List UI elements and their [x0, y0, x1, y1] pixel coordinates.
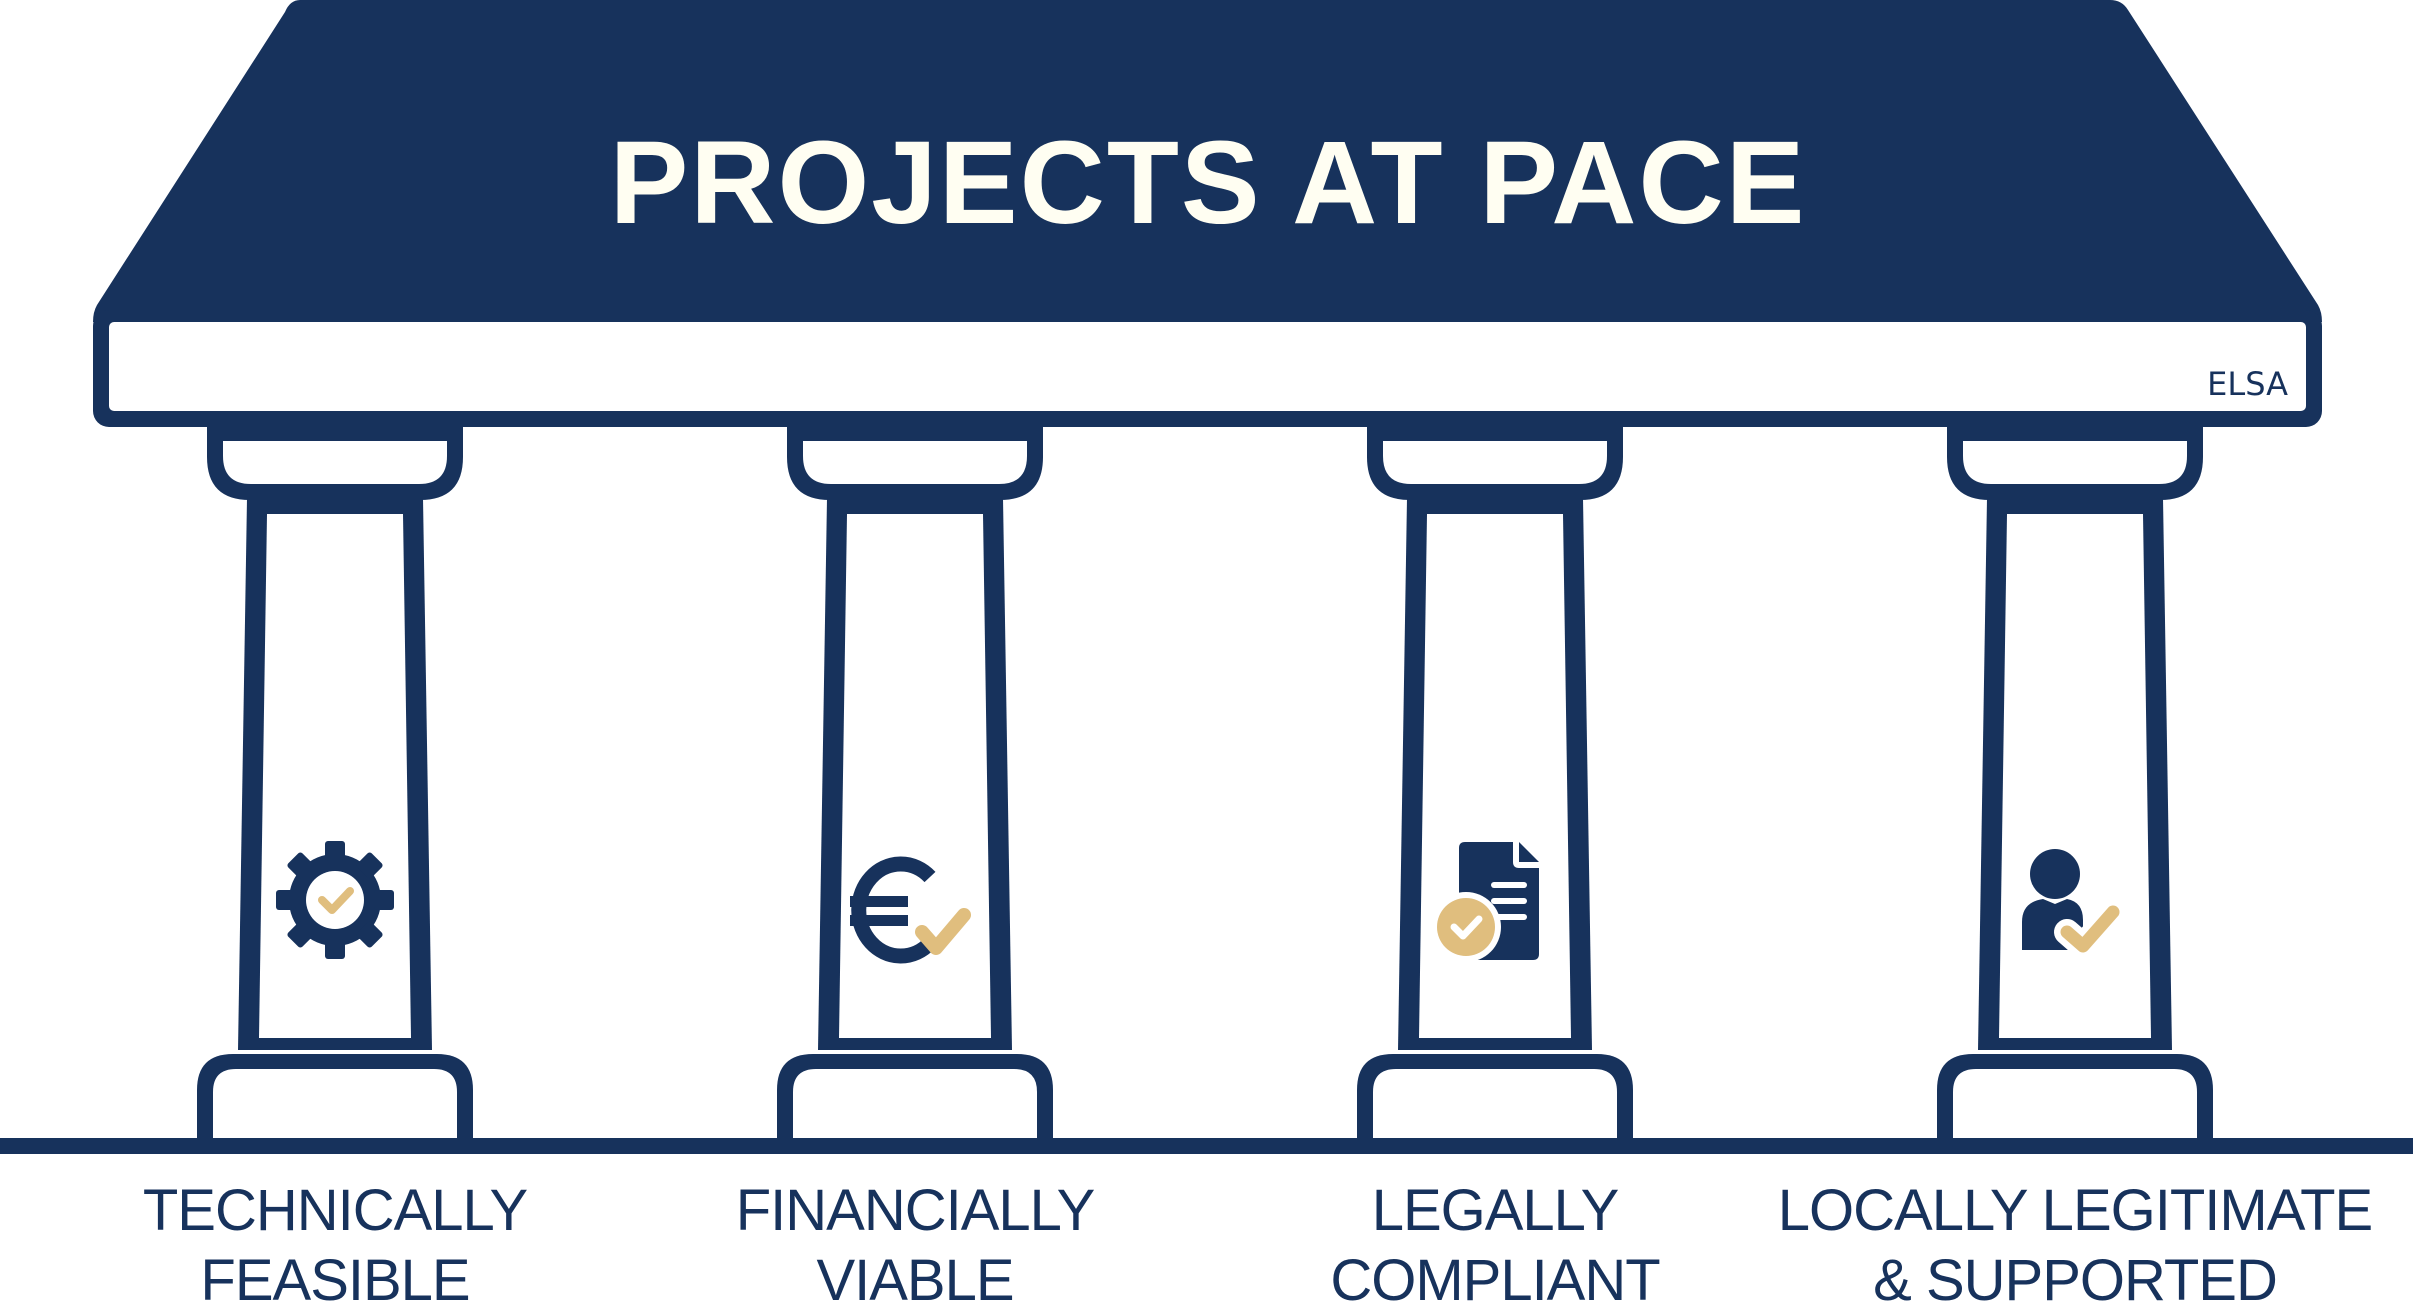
- pillar-base: [1357, 1054, 1633, 1140]
- roof: PROJECTS AT PACE: [93, 0, 2322, 322]
- roof-pediment: [93, 0, 2322, 322]
- brand-label: ELSA: [2207, 365, 2288, 403]
- pillar-financially-viable: FINANCIALLY VIABLE: [736, 427, 1096, 1313]
- pillar-technically-feasible: TECHNICALLY FEASIBLE: [143, 427, 528, 1313]
- pillar-label-line1: TECHNICALLY: [143, 1178, 528, 1243]
- pillar-base: [1937, 1054, 2213, 1140]
- pillar-base: [777, 1054, 1053, 1140]
- pillar-base: [197, 1054, 473, 1140]
- pillar-label-line2: VIABLE: [816, 1248, 1013, 1313]
- pillar-shaft: [1978, 498, 2172, 1050]
- pillar-capital: [1947, 427, 2203, 500]
- pillar-label-line1: LOCALLY LEGITIMATE: [1778, 1178, 2372, 1243]
- person-check-icon: [2022, 849, 2126, 959]
- pillar-label-line1: FINANCIALLY: [736, 1178, 1095, 1243]
- page-title: PROJECTS AT PACE: [610, 117, 1807, 249]
- pillar-shaft: [818, 498, 1012, 1050]
- beam-inner: [109, 322, 2306, 411]
- pillar-label-line2: FEASIBLE: [200, 1248, 469, 1313]
- pillar-label-line2: & SUPPORTED: [1873, 1248, 2277, 1313]
- pillar-shaft: [238, 498, 432, 1050]
- pillar-capital: [787, 427, 1043, 500]
- document-check-icon: [1431, 842, 1539, 962]
- pillar-capital: [207, 427, 463, 500]
- pillar-capital: [1367, 427, 1623, 500]
- euro-check-icon: [850, 856, 971, 964]
- beam: ELSA: [93, 310, 2322, 427]
- ground-line: [0, 1138, 2413, 1154]
- gear-check-icon: [276, 841, 394, 959]
- pillar-shaft: [1398, 498, 1592, 1050]
- pillar-label-line1: LEGALLY: [1372, 1178, 1619, 1243]
- pillar-legally-compliant: LEGALLY COMPLIANT: [1330, 427, 1661, 1313]
- pillar-locally-legitimate: LOCALLY LEGITIMATE & SUPPORTED: [1778, 427, 2373, 1313]
- pillar-label-line2: COMPLIANT: [1330, 1248, 1660, 1313]
